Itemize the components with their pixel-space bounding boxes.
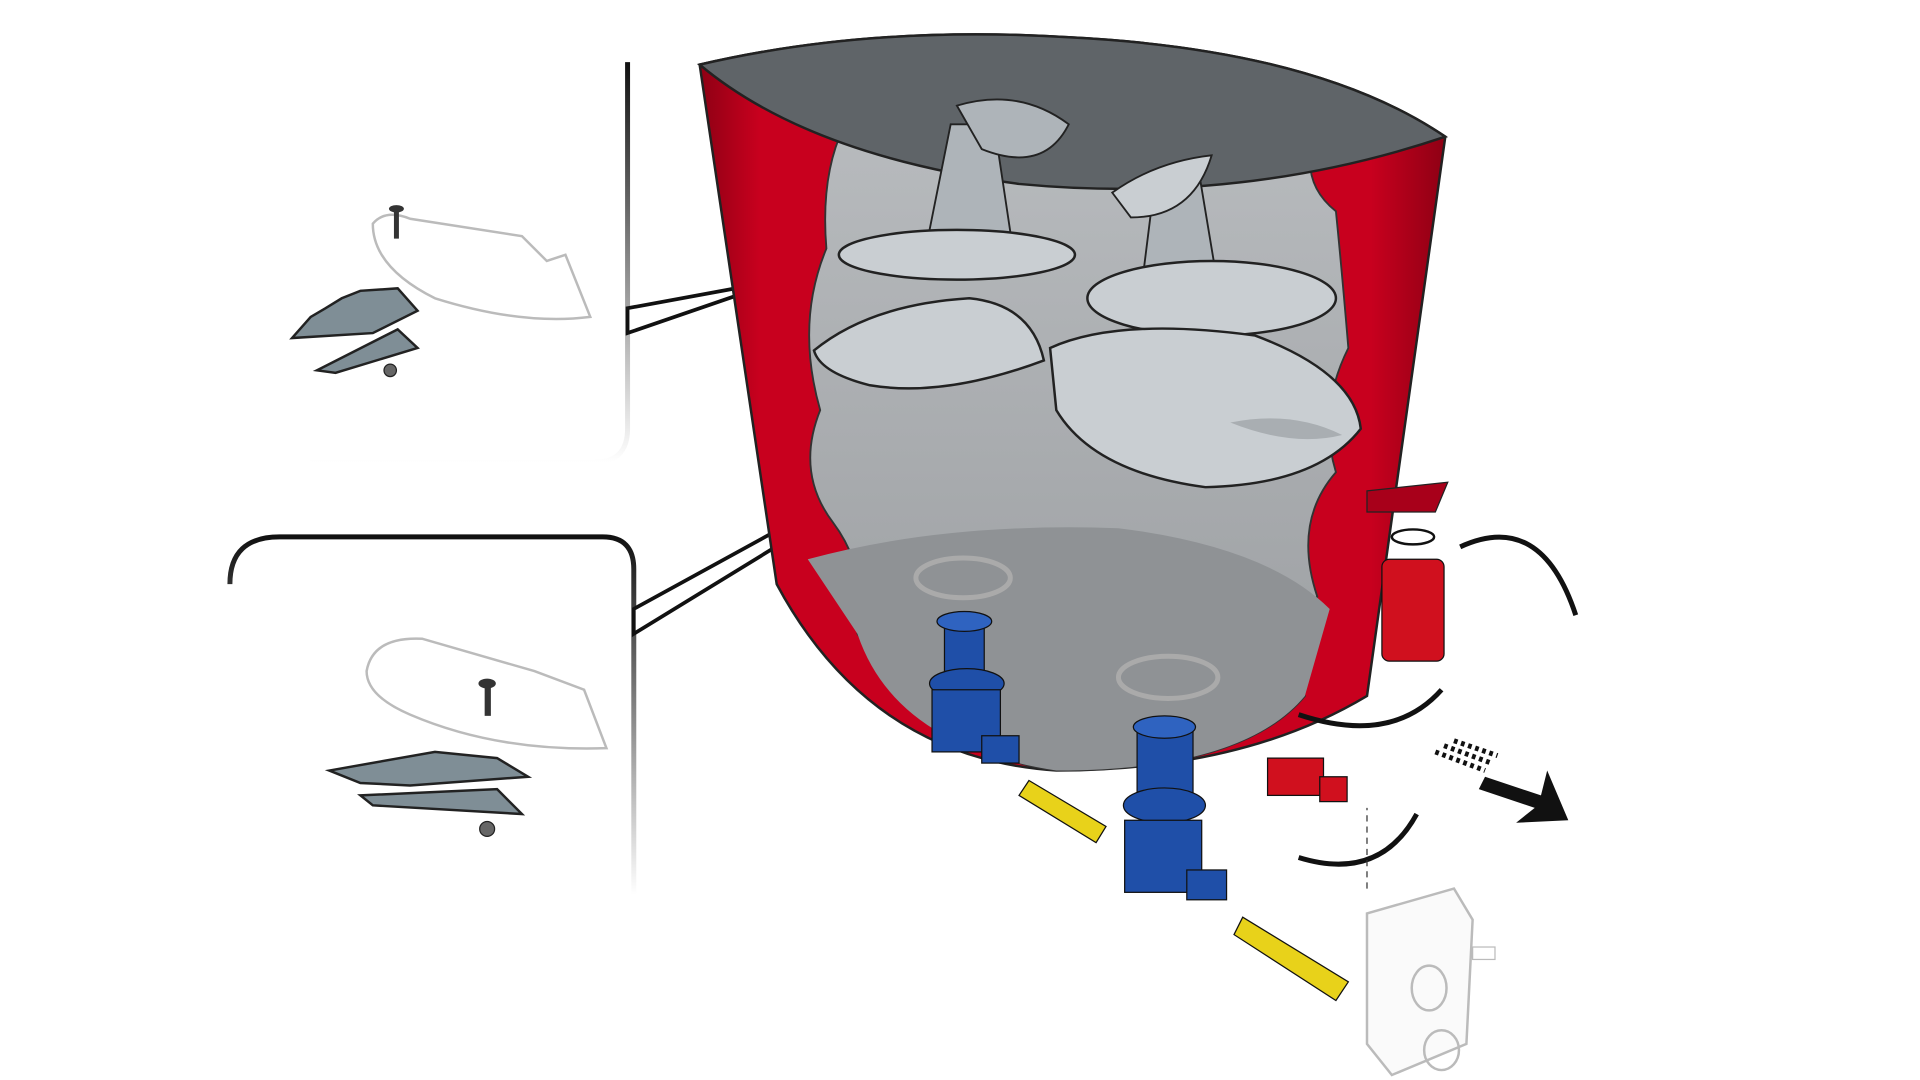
nut-icon xyxy=(479,820,496,838)
hydraulic-unit xyxy=(1266,528,1579,867)
auger-blade xyxy=(955,98,1070,159)
auger-flight-lower xyxy=(1048,327,1363,489)
planetary-gearbox-right xyxy=(1122,715,1228,901)
hydraulic-hose xyxy=(1297,688,1444,729)
bracket xyxy=(1366,481,1449,513)
auger-flight xyxy=(1086,259,1338,337)
drive-shaft xyxy=(1233,916,1350,1002)
serrated-knife xyxy=(289,287,420,340)
auger-blade xyxy=(1110,154,1213,219)
drive-shafts xyxy=(1018,779,1350,1002)
hydraulic-hose xyxy=(1297,812,1419,867)
planetary-gearbox-left xyxy=(928,610,1020,764)
tank-floor xyxy=(807,527,1330,771)
drive-shaft xyxy=(1018,779,1107,844)
direction-arrow-icon xyxy=(1434,738,1569,823)
hydraulic-valve xyxy=(1266,757,1325,797)
main-gearbox xyxy=(1365,807,1496,1077)
bolt-icon xyxy=(388,205,404,239)
flat-knife xyxy=(357,787,526,816)
hydraulic-hose xyxy=(1459,534,1579,616)
gearbox-mount-ring xyxy=(1115,653,1221,701)
auger-flight-lower xyxy=(812,297,1046,390)
vertical-augers xyxy=(812,98,1363,489)
nut-icon xyxy=(383,363,398,378)
gearbox-mount-ring xyxy=(913,555,1013,601)
flat-knife xyxy=(312,327,420,375)
bolt-icon xyxy=(478,678,496,716)
hydraulic-tank xyxy=(1381,558,1445,662)
auger-flight xyxy=(837,228,1077,281)
serrated-knife xyxy=(324,750,533,787)
tank-top-opening xyxy=(696,33,1449,191)
